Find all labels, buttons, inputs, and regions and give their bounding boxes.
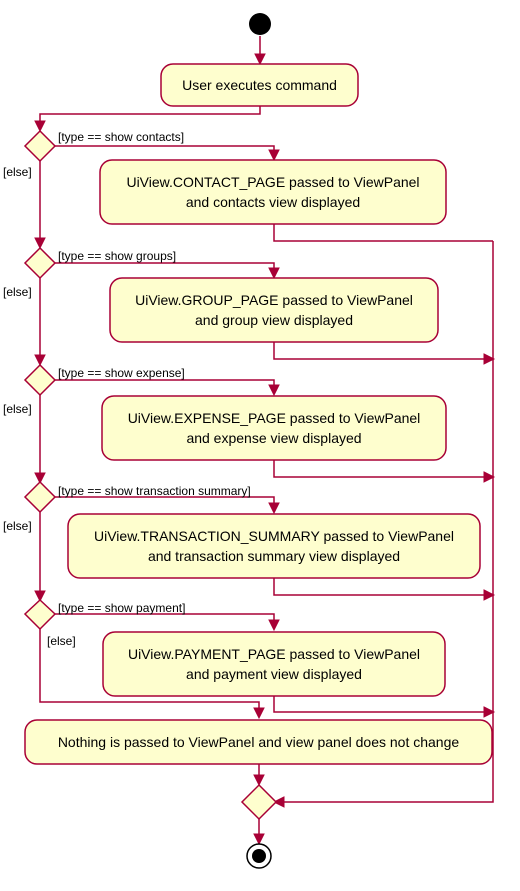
action-transaction-summary-line2: and transaction summary view displayed [148,548,400,564]
action-groups: UiView.GROUP_PAGE passed to ViewPanel an… [109,277,439,343]
action-expense-line1: UiView.EXPENSE_PAGE passed to ViewPanel [128,410,421,426]
action-expense: UiView.EXPENSE_PAGE passed to ViewPanel … [101,395,447,461]
action-payment: UiView.PAYMENT_PAGE passed to ViewPanel … [102,631,446,697]
action-contacts-line2: and contacts view displayed [186,194,360,210]
decision-transaction-summary: [type == show transaction summary] [else… [3,480,251,533]
decision-expense: [type == show expense] [else] [3,363,185,416]
final-action-node: Nothing is passed to ViewPanel and view … [24,719,493,765]
action-groups-line2: and group view displayed [195,312,353,328]
action-transaction-summary-line1: UiView.TRANSACTION_SUMMARY passed to Vie… [94,528,454,544]
guard-transaction-summary: [type == show transaction summary] [58,484,251,498]
else-label-3: [else] [3,402,32,416]
end-node [246,843,272,869]
else-label-2: [else] [3,285,32,299]
else-label-5: [else] [47,634,76,648]
action-expense-line2: and expense view displayed [186,430,361,446]
final-action-text: Nothing is passed to ViewPanel and view … [58,734,460,750]
guard-expense: [type == show expense] [58,366,185,380]
edges [39,36,494,842]
action-payment-line1: UiView.PAYMENT_PAGE passed to ViewPanel [128,646,420,662]
action-contacts: UiView.CONTACT_PAGE passed to ViewPanel … [99,159,447,225]
arrowheads [34,53,496,846]
first-action-text: User executes command [182,77,337,93]
action-contacts-line1: UiView.CONTACT_PAGE passed to ViewPanel [126,174,419,190]
else-label-1: [else] [3,165,32,179]
decision-groups: [type == show groups] [else] [3,246,176,299]
decision-contacts: [type == show contacts] [else] [3,129,184,179]
action-payment-line2: and payment view displayed [186,666,362,682]
guard-contacts: [type == show contacts] [58,130,184,144]
start-node [249,13,271,35]
decision-payment: [type == show payment] [else] [23,598,185,648]
action-transaction-summary: UiView.TRANSACTION_SUMMARY passed to Vie… [67,513,481,579]
merge-node [240,783,278,821]
action-groups-line1: UiView.GROUP_PAGE passed to ViewPanel [135,292,413,308]
else-label-4: [else] [3,519,32,533]
first-action-node: User executes command [160,63,359,107]
guard-payment: [type == show payment] [58,601,185,615]
guard-groups: [type == show groups] [58,249,176,263]
